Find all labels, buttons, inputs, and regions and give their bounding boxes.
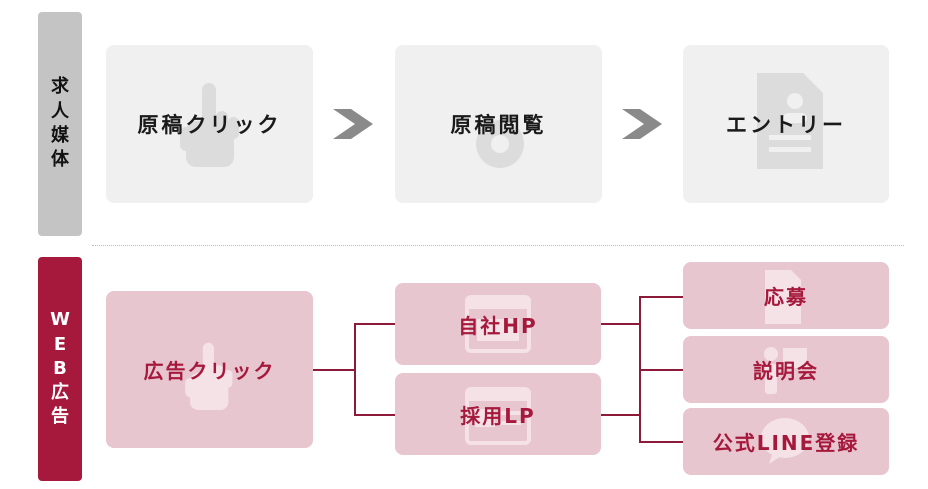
presenter-icon (764, 347, 807, 394)
chevron-right-icon (333, 109, 373, 139)
connector-line (313, 369, 355, 371)
recruit-lp-box: 採用LP (395, 373, 601, 455)
company-hp-box: 自社HP (395, 283, 601, 365)
chat-bubble-icon (761, 418, 809, 464)
web-ad-tab: W E B 広 告 (38, 257, 82, 481)
connector-line (639, 296, 683, 298)
tab-char: 広 (51, 382, 69, 404)
connector-line (354, 323, 395, 325)
chevron-right-icon (622, 109, 662, 139)
connector-line (354, 414, 395, 416)
job-media-tab: 求 人 媒 体 (38, 12, 82, 236)
hand-pointer-icon (185, 342, 233, 410)
step-label: エントリー (726, 113, 846, 137)
eye-icon (476, 120, 524, 168)
connector-line (639, 441, 683, 443)
briefing-box: 説明会 (683, 336, 889, 403)
apply-box: 応募 (683, 262, 889, 329)
step-label: 原稿閲覧 (450, 113, 547, 137)
connector-line (601, 414, 640, 416)
connector-line (601, 323, 640, 325)
hand-pointer-icon (180, 83, 239, 167)
tab-char: 求 (51, 76, 69, 98)
tab-char: W (50, 309, 70, 331)
tab-char: 体 (51, 149, 69, 171)
recruit-lp-label: 採用LP (460, 403, 536, 428)
tab-char: 媒 (51, 125, 69, 146)
connector-line (639, 369, 683, 371)
tab-char: 告 (51, 406, 69, 428)
line-register-box: 公式LINE登録 (683, 408, 889, 475)
apply-label: 応募 (764, 285, 808, 309)
tab-char: E (53, 333, 67, 355)
step-manuscript-view: 原稿閲覧 (395, 45, 602, 203)
document-person-icon (757, 73, 823, 169)
company-hp-label: 自社HP (458, 313, 538, 338)
section-divider (92, 245, 904, 246)
landing-page-icon (465, 387, 531, 445)
tab-char: 人 (51, 100, 69, 122)
step-label: 原稿クリック (137, 113, 282, 137)
tab-char: B (53, 357, 67, 379)
browser-window-icon (465, 295, 531, 353)
step-manuscript-click: 原稿クリック (106, 45, 313, 203)
ad-click-box: 広告クリック (106, 291, 313, 448)
step-entry: エントリー (683, 45, 889, 203)
document-icon (765, 270, 801, 324)
line-register-label: 公式LINE登録 (712, 431, 860, 455)
briefing-label: 説明会 (753, 359, 819, 383)
connector-line (354, 323, 356, 416)
ad-click-label: 広告クリック (143, 359, 276, 383)
